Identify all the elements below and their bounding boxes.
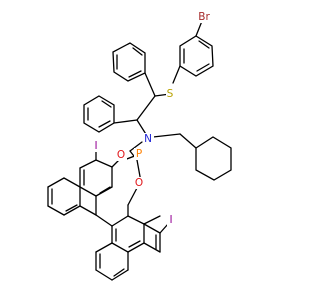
cyclohexyl-ring bbox=[195, 136, 232, 181]
iodine-atom-upper: I bbox=[94, 140, 97, 152]
iodine-atom-lower: I bbox=[169, 214, 172, 226]
oxygen-atom-upper: O bbox=[117, 149, 125, 161]
oxygen-atom-lower: O bbox=[135, 177, 143, 189]
nitrogen-atom: N bbox=[144, 133, 152, 145]
binaphthyl-core bbox=[47, 149, 169, 281]
bromine-atom: Br bbox=[198, 11, 210, 23]
phenyl-ring-lower bbox=[83, 95, 138, 133]
phenyl-ring-upper bbox=[112, 42, 156, 97]
atom-labels: Br S N O P O I I bbox=[92, 11, 213, 226]
central-chain bbox=[129, 93, 197, 152]
sulfur-atom: S bbox=[167, 88, 174, 100]
phosphorus-atom: P bbox=[136, 148, 142, 160]
molecule-structure-diagram: Br S N O P O I I bbox=[47, 11, 232, 281]
bromophenyl-ring bbox=[172, 20, 214, 84]
